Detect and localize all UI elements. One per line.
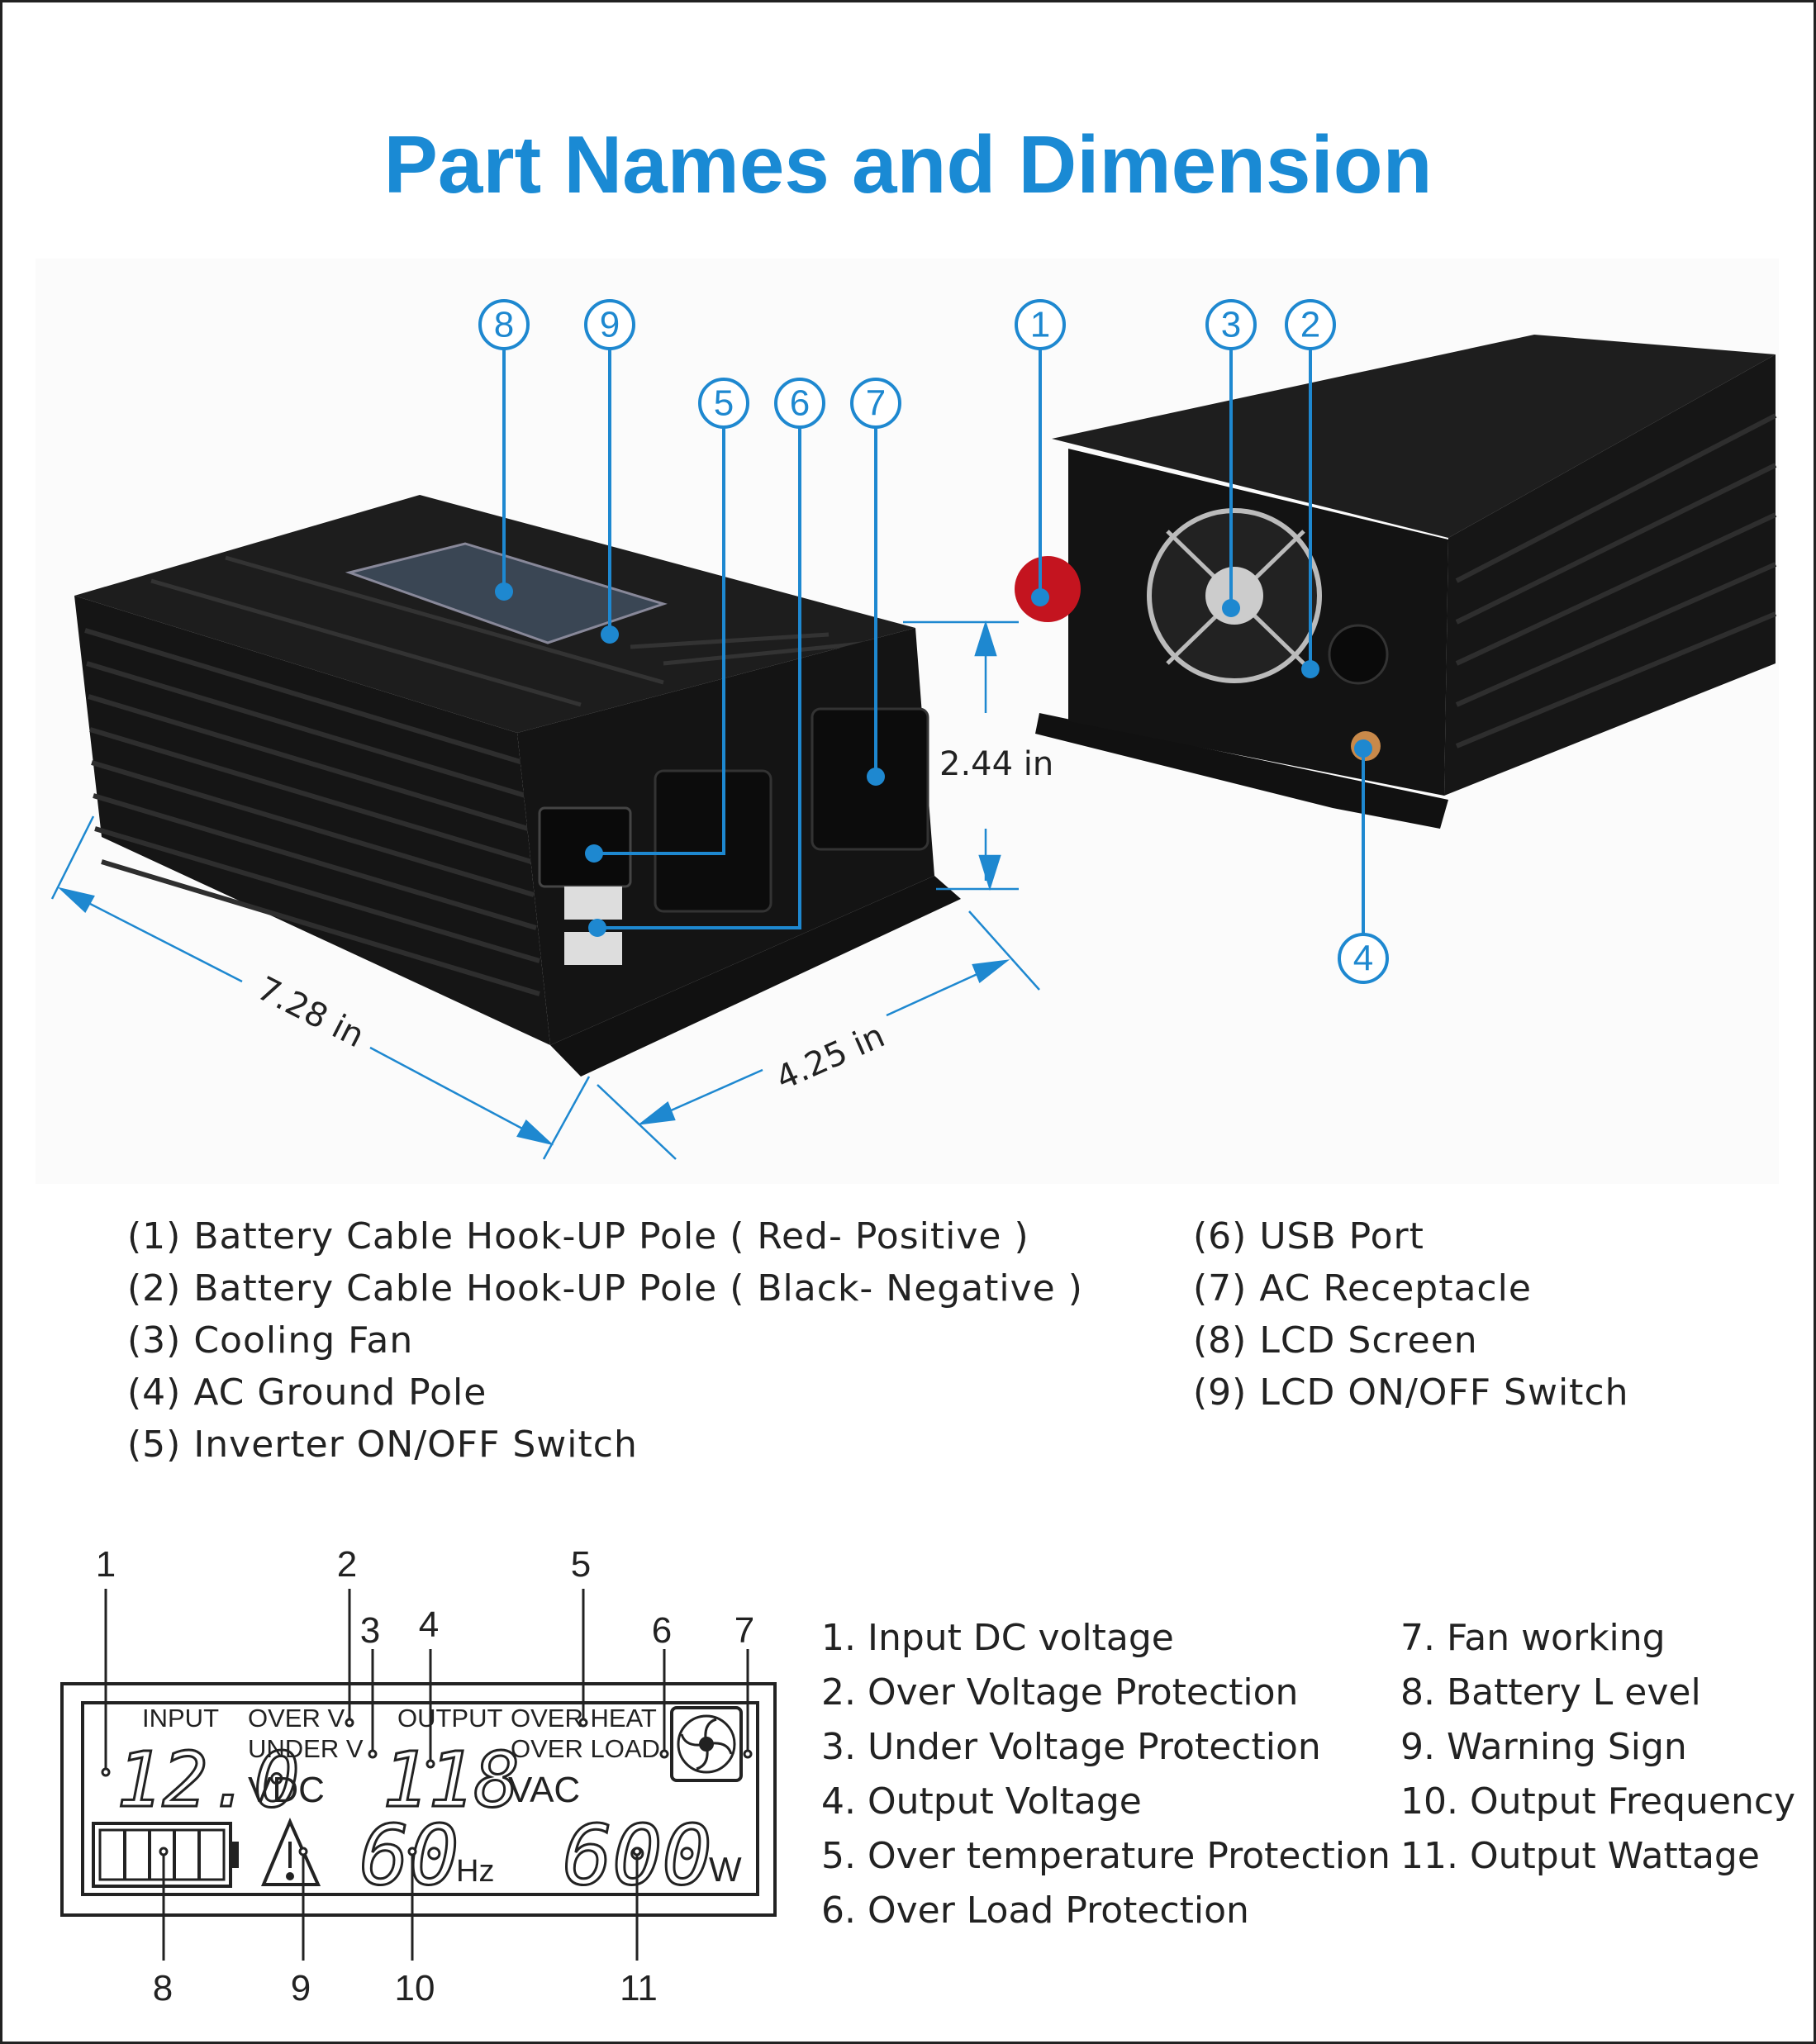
legend-item: 8. Battery L evel	[1400, 1671, 1701, 1714]
callout-1: 1	[1030, 305, 1050, 345]
lcd-marker-1: 1	[96, 1544, 116, 1585]
lcd-marker-10: 10	[395, 1968, 435, 2008]
lcd-input-label: INPUT	[142, 1704, 219, 1733]
callout-2: 2	[1300, 305, 1320, 345]
page-title: Part Names and Dimension	[383, 119, 1433, 210]
lcd-marker-11: 11	[620, 1968, 658, 2008]
lcd-frequency-value: 60	[359, 1807, 459, 1904]
usb-port	[564, 887, 622, 920]
lcd-output-value: 118	[383, 1736, 520, 1824]
callout-9: 9	[600, 305, 620, 345]
callout-4: 4	[1353, 939, 1373, 979]
lcd-under-v-label: UNDER V	[248, 1734, 364, 1763]
callout-3: 3	[1221, 305, 1241, 345]
usb-port	[564, 932, 622, 965]
lcd-input-unit: VDC	[248, 1770, 325, 1810]
lcd-legend-right: 7. Fan working 8. Battery L evel 9. Warn…	[1400, 1611, 1795, 1884]
lcd-wattage-unit: W	[709, 1850, 742, 1889]
lcd-frequency-unit: Hz	[456, 1854, 494, 1889]
lcd-over-load-label: OVER LOAD	[511, 1734, 660, 1763]
callout-8: 8	[494, 305, 514, 345]
dimension-lines	[50, 620, 1040, 1160]
legend-item: 3. Under Voltage Protection	[821, 1726, 1321, 1768]
part-item: (4) AC Ground Pole	[127, 1371, 487, 1414]
lcd-marker-2: 2	[337, 1544, 357, 1585]
part-item: (3) Cooling Fan	[127, 1319, 414, 1362]
inverter-front-view	[74, 495, 961, 1077]
part-item: (1) Battery Cable Hook-UP Pole ( Red- Po…	[127, 1215, 1029, 1257]
legend-item: 1. Input DC voltage	[821, 1617, 1174, 1659]
part-item: (2) Battery Cable Hook-UP Pole ( Black- …	[127, 1267, 1083, 1310]
legend-item: 2. Over Voltage Protection	[821, 1671, 1299, 1714]
lcd-marker-9: 9	[291, 1968, 311, 2008]
callout-lines	[502, 349, 1365, 934]
negative-terminal	[1328, 624, 1389, 685]
callout-6: 6	[790, 383, 810, 424]
dimension-width: 4.25 in	[771, 1017, 891, 1098]
legend-item: 4. Output Voltage	[821, 1780, 1142, 1823]
inverter-rear-view	[1015, 335, 1777, 829]
legend-item: 9. Warning Sign	[1400, 1726, 1687, 1768]
callout-circles	[478, 299, 1389, 984]
lcd-marker-6: 6	[652, 1610, 672, 1651]
callout-dots	[495, 582, 1372, 937]
parts-list-left: (1) Battery Cable Hook-UP Pole ( Red- Po…	[127, 1210, 1083, 1471]
lcd-legend-left: 1. Input DC voltage 2. Over Voltage Prot…	[821, 1611, 1391, 1938]
ac-outlet	[654, 769, 773, 913]
warning-sign-icon	[260, 1817, 321, 1886]
part-item: (9) LCD ON/OFF Switch	[1193, 1371, 1629, 1414]
legend-item: 7. Fan working	[1400, 1617, 1666, 1659]
battery-level-icon	[92, 1822, 239, 1888]
parts-list-right: (6) USB Port (7) AC Receptacle (8) LCD S…	[1193, 1210, 1629, 1419]
legend-item: 11. Output Wattage	[1400, 1835, 1760, 1877]
legend-item: 10. Output Frequency	[1400, 1780, 1796, 1823]
callout-5: 5	[714, 383, 734, 424]
lcd-over-v-label: OVER V	[248, 1704, 345, 1733]
lcd-marker-3: 3	[360, 1610, 380, 1651]
legend-item: 5. Over temperature Protection	[821, 1835, 1391, 1877]
lcd-marker-7: 7	[734, 1610, 754, 1651]
lcd-marker-5: 5	[571, 1544, 591, 1585]
lcd-marker-lines	[101, 1589, 753, 1961]
legend-item: 6. Over Load Protection	[821, 1890, 1249, 1932]
callout-7: 7	[866, 383, 886, 424]
lcd-diagram: INPUT OVER V UNDER V OUTPUT OVER HEAT OV…	[60, 1544, 777, 2008]
power-switch	[538, 806, 632, 888]
fan-icon	[670, 1706, 743, 1782]
part-item: (5) Inverter ON/OFF Switch	[127, 1424, 638, 1466]
lcd-output-unit: VAC	[508, 1770, 580, 1810]
part-item: (7) AC Receptacle	[1193, 1267, 1532, 1310]
dimension-height: 2.44 in	[939, 745, 1053, 783]
part-item: (8) LCD Screen	[1193, 1319, 1478, 1362]
dimension-length: 7.28 in	[251, 970, 370, 1056]
lcd-output-label: OUTPUT	[397, 1704, 503, 1733]
lcd-marker-4: 4	[419, 1604, 439, 1645]
lcd-marker-8: 8	[153, 1968, 173, 2008]
positive-terminal	[1015, 556, 1081, 622]
part-item: (6) USB Port	[1193, 1215, 1424, 1257]
lcd-input-value: 12.0	[116, 1736, 300, 1824]
